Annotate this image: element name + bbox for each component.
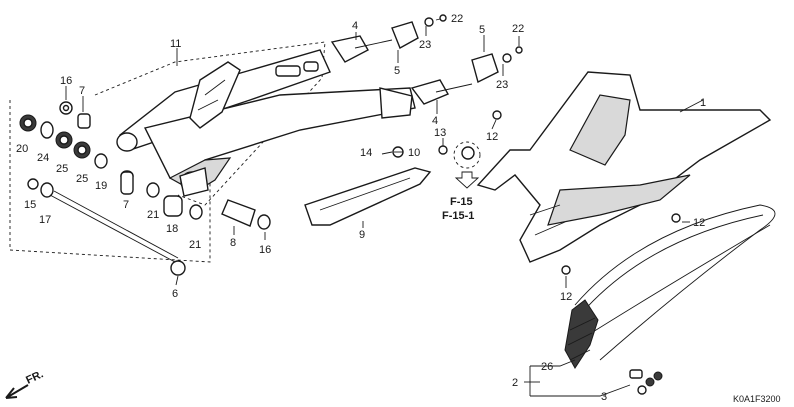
part-labels: 11 4 5 23 22 5 22 23 4 1 12 13 14 10 F-1… bbox=[16, 13, 706, 403]
label-12-lower: 12 bbox=[560, 291, 572, 303]
front-direction-indicator: FR. bbox=[5, 368, 45, 399]
label-23-upper: 23 bbox=[419, 39, 431, 51]
label-21-right: 21 bbox=[189, 239, 201, 251]
label-4-lower: 4 bbox=[432, 115, 438, 127]
ref-f15: F-15 bbox=[450, 196, 473, 208]
chain-adjuster-lower bbox=[410, 46, 523, 105]
arrow-icon bbox=[5, 384, 29, 399]
drive-chain bbox=[564, 204, 776, 395]
rear-fender bbox=[438, 71, 772, 275]
f15-reference-marker bbox=[453, 141, 481, 189]
label-20: 20 bbox=[16, 143, 28, 155]
label-5-lower: 5 bbox=[479, 24, 485, 36]
pivot-bearing-stack bbox=[19, 101, 271, 230]
ref-f15-1: F-15-1 bbox=[442, 210, 474, 222]
label-13: 13 bbox=[434, 127, 446, 139]
label-12-upper: 12 bbox=[486, 131, 498, 143]
label-22-upper: 22 bbox=[451, 13, 463, 25]
diagram-code: K0A1F3200 bbox=[733, 394, 781, 404]
label-3: 3 bbox=[601, 391, 607, 403]
pivot-bolt bbox=[49, 190, 186, 276]
label-14: 14 bbox=[360, 147, 372, 159]
leader-lines bbox=[65, 18, 704, 397]
label-23-lower: 23 bbox=[496, 79, 508, 91]
swingarm-assembly bbox=[9, 41, 416, 263]
direction-label: FR. bbox=[24, 368, 45, 386]
label-11: 11 bbox=[170, 38, 181, 50]
label-15: 15 bbox=[24, 199, 36, 211]
label-1: 1 bbox=[700, 97, 706, 109]
label-18: 18 bbox=[166, 223, 178, 235]
label-4-upper: 4 bbox=[352, 20, 358, 32]
label-9: 9 bbox=[359, 229, 365, 241]
label-22-lower: 22 bbox=[512, 23, 524, 35]
label-7-lower: 7 bbox=[123, 199, 129, 211]
chain-adjuster-upper bbox=[330, 14, 447, 63]
label-12-right: 12 bbox=[693, 217, 705, 229]
label-7-upper: 7 bbox=[79, 85, 85, 97]
label-6: 6 bbox=[172, 288, 178, 300]
label-19: 19 bbox=[95, 180, 107, 192]
label-25-left: 25 bbox=[56, 163, 68, 175]
label-5-upper: 5 bbox=[394, 65, 400, 77]
label-2: 2 bbox=[512, 377, 518, 389]
label-24: 24 bbox=[37, 152, 49, 164]
label-25-right: 25 bbox=[76, 173, 88, 185]
label-26: 26 bbox=[541, 361, 553, 373]
label-16-upper: 16 bbox=[60, 75, 72, 87]
label-10: 10 bbox=[408, 147, 420, 159]
label-21-left: 21 bbox=[147, 209, 159, 221]
label-8: 8 bbox=[230, 237, 236, 249]
chain-slider bbox=[304, 167, 432, 226]
label-16-lower: 16 bbox=[259, 244, 271, 256]
label-17: 17 bbox=[39, 214, 51, 226]
